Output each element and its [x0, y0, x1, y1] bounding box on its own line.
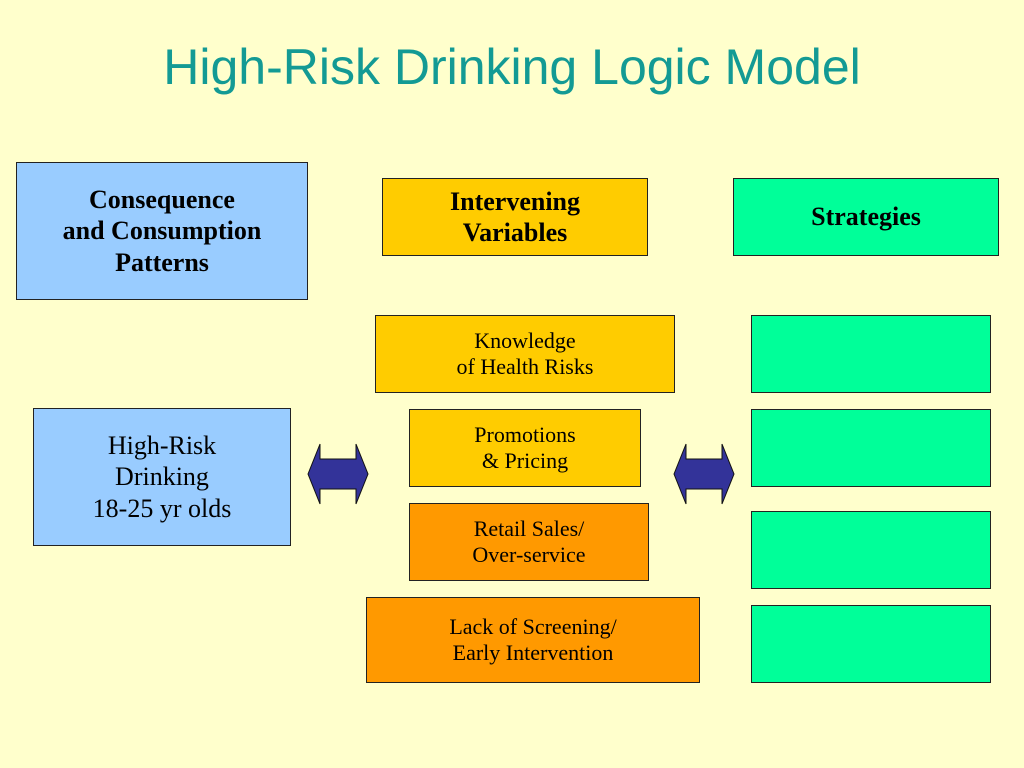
strategy-box-1	[751, 315, 991, 393]
strategy-box-3	[751, 511, 991, 589]
page-title: High-Risk Drinking Logic Model	[163, 39, 861, 95]
intervening-item-promotions: Promotions & Pricing	[409, 409, 641, 487]
intervening-item-screening: Lack of Screening/ Early Intervention	[366, 597, 700, 683]
intervening-header: Intervening Variables	[382, 178, 648, 256]
double-arrow-icon	[307, 443, 369, 505]
double-arrow-icon	[673, 443, 735, 505]
high-risk-drinking-box: High-Risk Drinking 18-25 yr olds	[33, 408, 291, 546]
strategy-box-4	[751, 605, 991, 683]
consequence-header: Consequence and Consumption Patterns	[16, 162, 308, 300]
intervening-item-retail-sales: Retail Sales/ Over-service	[409, 503, 649, 581]
intervening-item-knowledge: Knowledge of Health Risks	[375, 315, 675, 393]
strategy-box-2	[751, 409, 991, 487]
strategies-header: Strategies	[733, 178, 999, 256]
